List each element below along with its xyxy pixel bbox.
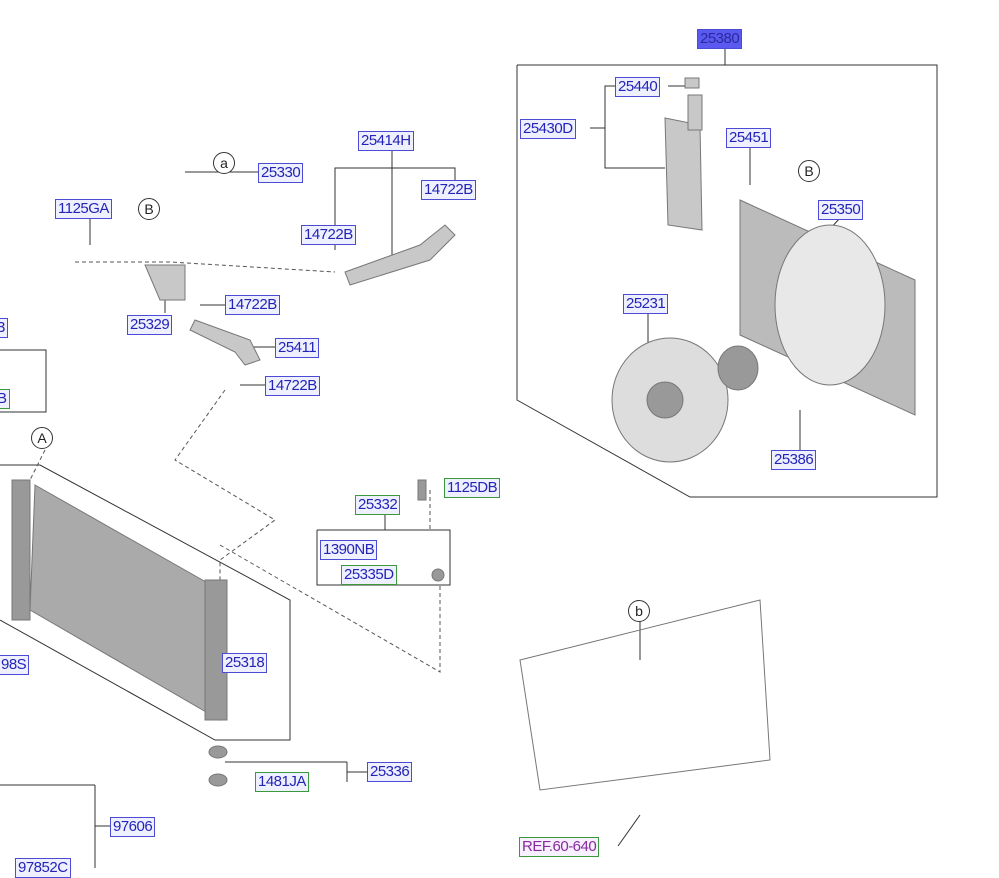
part-label-25335d[interactable]: 25335D xyxy=(341,565,397,585)
reservoir-tank xyxy=(664,117,703,231)
part-label-25386[interactable]: 25386 xyxy=(771,450,817,470)
part-label-25329[interactable]: 25329 xyxy=(127,315,173,335)
callout-B: B xyxy=(798,160,820,182)
part-label-25430d[interactable]: 25430D xyxy=(520,119,576,139)
part-label-1125db[interactable]: 1125DB xyxy=(444,478,501,498)
lower-hose xyxy=(189,319,261,366)
upper-hose xyxy=(344,224,456,286)
callout-B: B xyxy=(138,198,160,220)
part-label-14722b[interactable]: 14722B xyxy=(265,376,320,396)
callout-b: b xyxy=(628,600,650,622)
part-label-25336[interactable]: 25336 xyxy=(367,762,413,782)
fan-motor xyxy=(717,345,759,391)
part-label-1390nb[interactable]: 1390NB xyxy=(320,540,378,560)
part-label-25350[interactable]: 25350 xyxy=(818,200,864,220)
callout-A: A xyxy=(31,427,53,449)
front-end-carrier xyxy=(519,599,771,791)
part-label-25451[interactable]: 25451 xyxy=(726,128,772,148)
reference-label[interactable]: REF.60-640 xyxy=(519,837,600,857)
part-label-25231[interactable]: 25231 xyxy=(623,294,669,314)
part-label-partial[interactable]: 3 xyxy=(0,318,8,338)
part-label-97852c[interactable]: 97852C xyxy=(15,858,71,878)
part-label-14722b[interactable]: 14722B xyxy=(301,225,356,245)
part-label-25380[interactable]: 25380 xyxy=(697,29,743,49)
part-label-partial[interactable]: B xyxy=(0,389,10,409)
part-label-97606[interactable]: 97606 xyxy=(110,817,156,837)
part-label-25330[interactable]: 25330 xyxy=(258,163,304,183)
callout-a: a xyxy=(213,152,235,174)
part-label-25411[interactable]: 25411 xyxy=(275,338,320,358)
fan-assembly-frame xyxy=(516,64,938,498)
part-label-25332[interactable]: 25332 xyxy=(355,495,401,515)
part-label-1125ga[interactable]: 1125GA xyxy=(55,199,112,219)
part-label-14722b[interactable]: 14722B xyxy=(421,180,476,200)
part-label-25440[interactable]: 25440 xyxy=(615,77,661,97)
part-label-25414h[interactable]: 25414H xyxy=(358,131,414,151)
part-label-14722b[interactable]: 14722B xyxy=(225,295,280,315)
radiator xyxy=(29,484,221,721)
part-label-25318[interactable]: 25318 xyxy=(222,653,268,673)
part-label-98s[interactable]: 98S xyxy=(0,655,30,675)
part-label-1481ja[interactable]: 1481JA xyxy=(255,772,309,792)
